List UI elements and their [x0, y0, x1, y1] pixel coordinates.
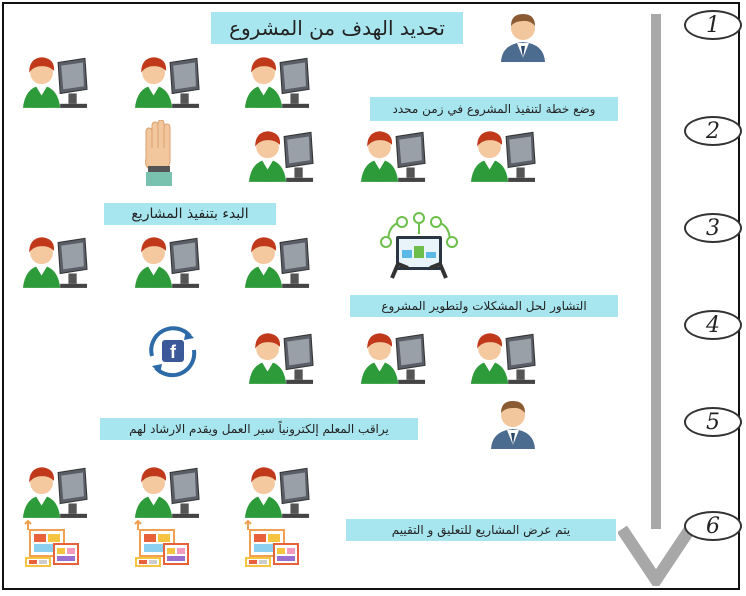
step-number-2: 2 [684, 116, 742, 146]
teacher-icon [498, 8, 548, 62]
student-icon [240, 48, 314, 110]
student-icon [130, 48, 204, 110]
project-display-icon [24, 518, 84, 568]
student-icon [240, 228, 314, 290]
step-label-1: تحديد الهدف من المشروع [211, 12, 463, 44]
student-icon [244, 122, 318, 184]
student-icon [244, 324, 318, 386]
student-icon [240, 458, 314, 520]
student-icon [356, 324, 430, 386]
step-number-3: 3 [684, 213, 742, 243]
student-icon [130, 228, 204, 290]
project-display-icon [134, 518, 194, 568]
student-icon [18, 48, 92, 110]
tablet-network-icon [380, 212, 458, 279]
student-icon [356, 122, 430, 184]
project-display-icon [244, 518, 304, 568]
step-label-6: يتم عرض المشاريع للتعليق و التقييم [346, 519, 616, 541]
step-number-5: 5 [684, 407, 742, 437]
teacher-icon [488, 395, 538, 449]
step-label-3: البدء بتنفيذ المشاريع [104, 203, 276, 225]
step-label-2: وضع خطة لتنفيذ المشروع في زمن محدد [370, 97, 618, 121]
student-icon [130, 458, 204, 520]
student-icon [18, 458, 92, 520]
step-number-4: 4 [684, 310, 742, 340]
facebook-sync-icon: f [149, 326, 197, 378]
diagram-frame [2, 2, 740, 590]
facebook-glyph: f [170, 342, 177, 362]
timeline-arrow [618, 14, 695, 586]
student-icon [466, 324, 540, 386]
raised-hand-icon [145, 120, 172, 186]
step-number-1: 1 [684, 10, 742, 40]
step-number-6: 6 [684, 511, 742, 541]
student-icon [18, 228, 92, 290]
step-label-4: التشاور لحل المشكلات ولتطوير المشروع [350, 295, 618, 317]
student-icon [466, 122, 540, 184]
step-label-5: يراقب المعلم إلكترونياً سير العمل ويقدم … [100, 418, 418, 440]
